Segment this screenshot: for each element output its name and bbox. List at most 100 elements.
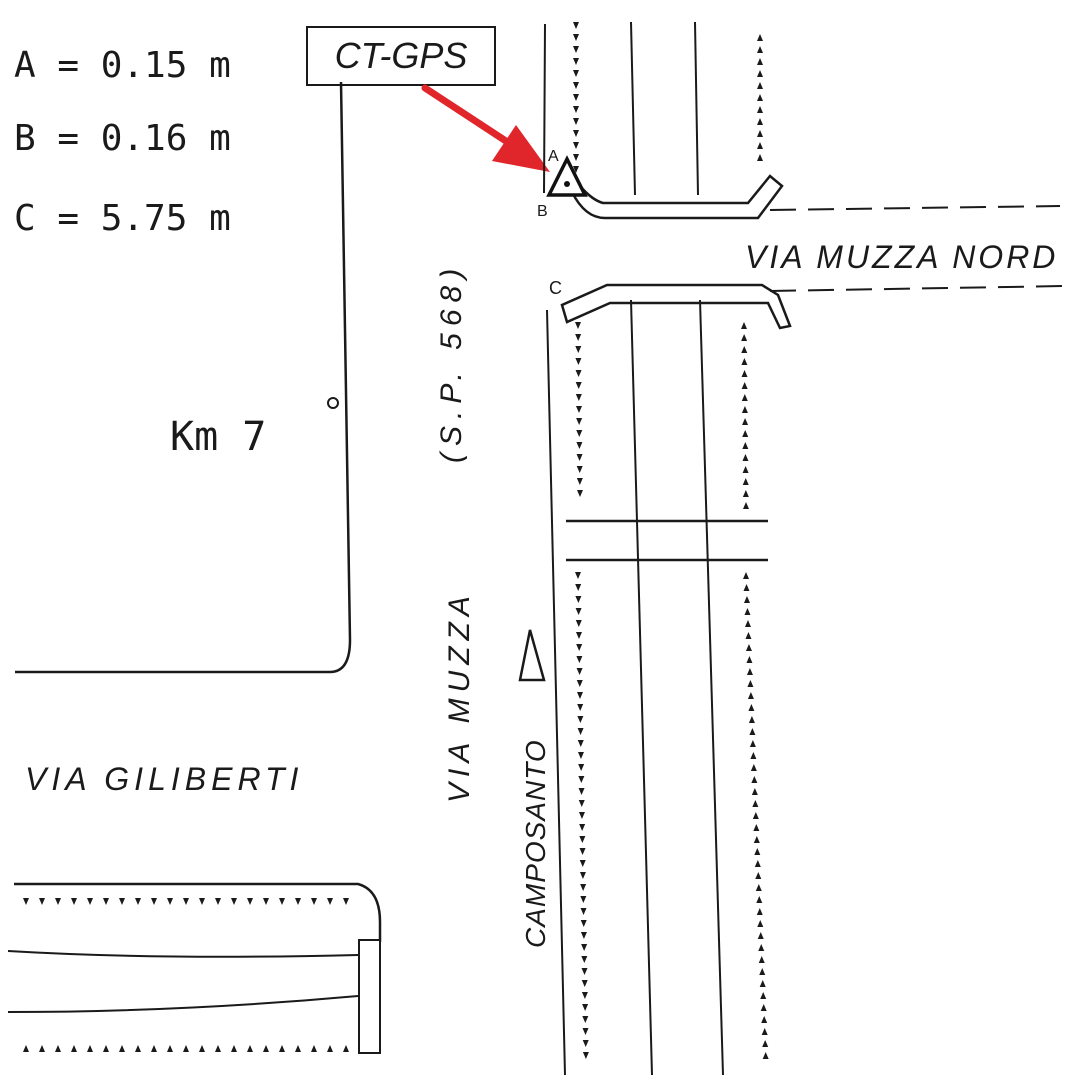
via-muzza-road — [543, 21, 724, 1076]
embankment-tick — [23, 898, 29, 905]
embankment-tick — [579, 848, 586, 855]
curb-island-south — [560, 283, 792, 330]
parcel-boundary — [15, 81, 352, 674]
embankment-ticks — [23, 22, 769, 1059]
km-post-icon — [327, 397, 339, 409]
embankment-tick — [327, 1045, 333, 1052]
embankment-tick — [573, 106, 579, 113]
lane-line-1-south — [630, 299, 653, 1076]
embankment-tick — [39, 898, 45, 905]
embankment-tick — [762, 1040, 769, 1047]
embankment-tick — [749, 728, 756, 735]
embankment-tick — [573, 130, 579, 137]
embankment-tick — [741, 346, 748, 353]
embankment-tick — [71, 1045, 77, 1052]
embankment-tick — [199, 1045, 205, 1052]
embankment-tick — [151, 898, 157, 905]
embankment-tick — [327, 898, 333, 905]
embankment-tick — [757, 34, 763, 41]
embankment-tick — [263, 898, 269, 905]
embankment-tick — [742, 490, 749, 497]
embankment-tick — [748, 704, 755, 711]
embankment-tick — [577, 716, 584, 723]
embankment-tick — [580, 884, 587, 891]
embankment-tick — [87, 1045, 93, 1052]
embankment-tick — [311, 1045, 317, 1052]
embankment-tick — [744, 620, 751, 627]
embankment-tick — [741, 382, 748, 389]
embankment-tick — [751, 776, 758, 783]
embankment-tick — [578, 788, 585, 795]
via-muzza-nord-edge-south — [769, 285, 1066, 292]
embankment-tick — [576, 466, 583, 473]
embankment-tick — [757, 70, 763, 77]
embankment-tick — [741, 358, 748, 365]
embankment-tick — [119, 898, 125, 905]
embankment-tick — [745, 632, 752, 639]
embankment-tick — [575, 572, 581, 579]
embankment-tick — [575, 382, 582, 389]
embankment-tick — [757, 154, 763, 161]
embankment-tick — [231, 898, 237, 905]
embankment-tick — [752, 812, 759, 819]
embankment-tick — [263, 1045, 269, 1052]
embankment-tick — [577, 740, 584, 747]
offset-legend: A = 0.15 m B = 0.16 m C = 5.75 m — [14, 45, 231, 239]
lane-line-2-south — [699, 299, 724, 1076]
embankment-tick — [757, 142, 763, 149]
lane-line-2-north — [694, 21, 699, 196]
via-giliberti-label: VIA GILIBERTI — [25, 761, 303, 797]
embankment-tick — [743, 584, 750, 591]
station-arrow — [421, 84, 550, 172]
embankment-tick — [573, 22, 579, 29]
embankment-tick — [39, 1045, 45, 1052]
embankment-tick — [581, 980, 588, 987]
embankment-tick — [247, 898, 253, 905]
embankment-tick — [750, 764, 757, 771]
embankment-tick — [757, 932, 764, 939]
embankment-tick — [581, 992, 588, 999]
embankment-tick — [573, 118, 579, 125]
embankment-tick — [756, 896, 763, 903]
embankment-tick — [760, 1004, 767, 1011]
embankment-tick — [741, 322, 747, 329]
embankment-tick — [580, 932, 587, 939]
embankment-tick — [575, 394, 582, 401]
embankment-tick — [103, 1045, 109, 1052]
sp568-label: (S.P. 568) — [435, 262, 468, 463]
curb-island-north — [570, 174, 784, 220]
embankment-tick — [761, 1016, 768, 1023]
embankment-tick — [577, 728, 584, 735]
embankment-tick — [757, 94, 763, 101]
embankment-tick — [575, 358, 582, 365]
via-giliberti-road — [7, 882, 382, 1054]
embankment-tick — [151, 1045, 157, 1052]
embankment-tick — [576, 442, 583, 449]
station-box-frame — [306, 26, 496, 86]
embankment-tick — [753, 836, 760, 843]
embankment-tick — [757, 920, 764, 927]
station-name: CT-GPS — [335, 35, 468, 76]
embankment-tick — [762, 1052, 769, 1059]
embankment-tick — [576, 478, 583, 485]
embankment-tick — [573, 34, 579, 41]
embankment-tick — [761, 1028, 768, 1035]
embankment-tick — [575, 322, 581, 329]
embankment-tick — [757, 82, 763, 89]
embankment-tick — [119, 1045, 125, 1052]
embankment-tick — [755, 884, 762, 891]
triangle-station-icon — [546, 155, 588, 197]
embankment-tick — [745, 644, 752, 651]
marker-label-b: B — [537, 203, 548, 220]
embankment-tick — [573, 166, 579, 173]
gps-station-marker: A B C — [537, 148, 588, 298]
embankment-tick — [754, 860, 761, 867]
side-road-line-2 — [7, 995, 359, 1013]
embankment-tick — [573, 154, 579, 161]
embankment-tick — [747, 692, 754, 699]
embankment-tick — [582, 1016, 589, 1023]
embankment-tick — [578, 776, 585, 783]
embankment-tick — [135, 898, 141, 905]
embankment-tick — [743, 572, 749, 579]
